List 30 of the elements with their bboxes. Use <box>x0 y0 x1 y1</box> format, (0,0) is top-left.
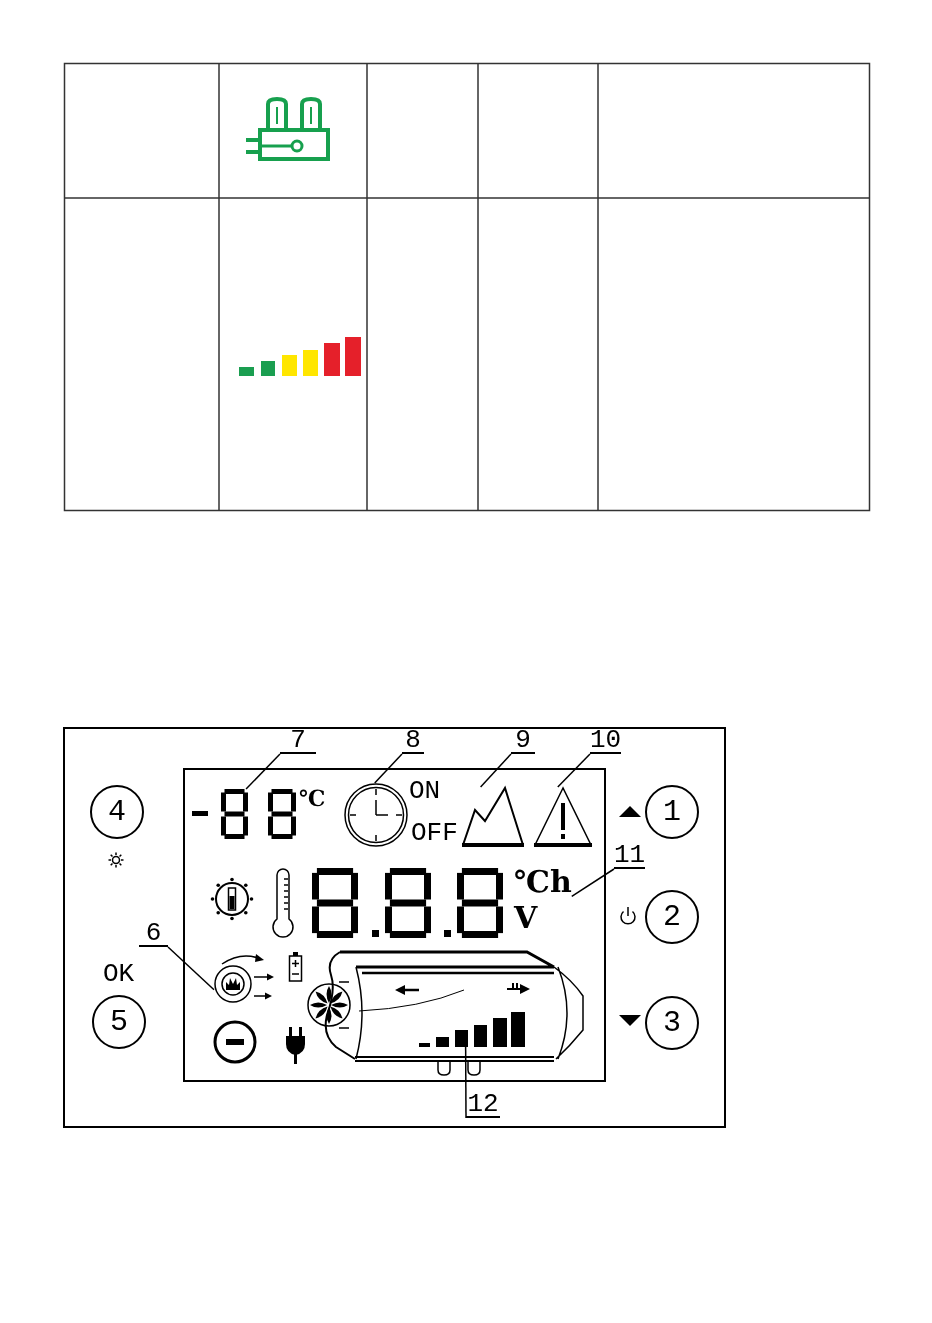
leader-line <box>167 946 215 991</box>
timer-state-label: OFF <box>411 820 458 846</box>
leader-line <box>479 753 512 788</box>
leader-line <box>557 753 591 788</box>
callout-number: 10 <box>590 728 622 754</box>
unit-symbols: ℃h V <box>514 864 572 936</box>
round-button: 5 <box>92 995 146 1049</box>
round-button: 1 <box>645 785 699 839</box>
unit-symbol: ℃ <box>299 785 326 811</box>
callout-number: 9 <box>511 728 535 754</box>
callout-number: 7 <box>280 728 316 754</box>
round-button: 2 <box>645 890 699 944</box>
leader-line <box>373 753 403 784</box>
leader-line <box>245 753 281 790</box>
callout-number: 12 <box>466 1092 500 1118</box>
segment-display <box>192 789 296 839</box>
callout-number: 11 <box>614 843 646 869</box>
mountain-icon <box>462 787 524 847</box>
round-button: 3 <box>645 996 699 1050</box>
leader-line <box>571 868 615 898</box>
callout-number: 8 <box>402 728 424 754</box>
power-level-icon <box>419 1012 525 1047</box>
leader-line <box>464 1046 467 1119</box>
flame-icon <box>214 954 274 1003</box>
warning-icon <box>534 787 592 847</box>
round-button: 4 <box>90 785 144 839</box>
callout-number: 6 <box>139 921 168 947</box>
clock-icon <box>344 783 408 847</box>
button-caption: OK <box>103 961 135 987</box>
timer-state-label: ON <box>409 778 441 804</box>
